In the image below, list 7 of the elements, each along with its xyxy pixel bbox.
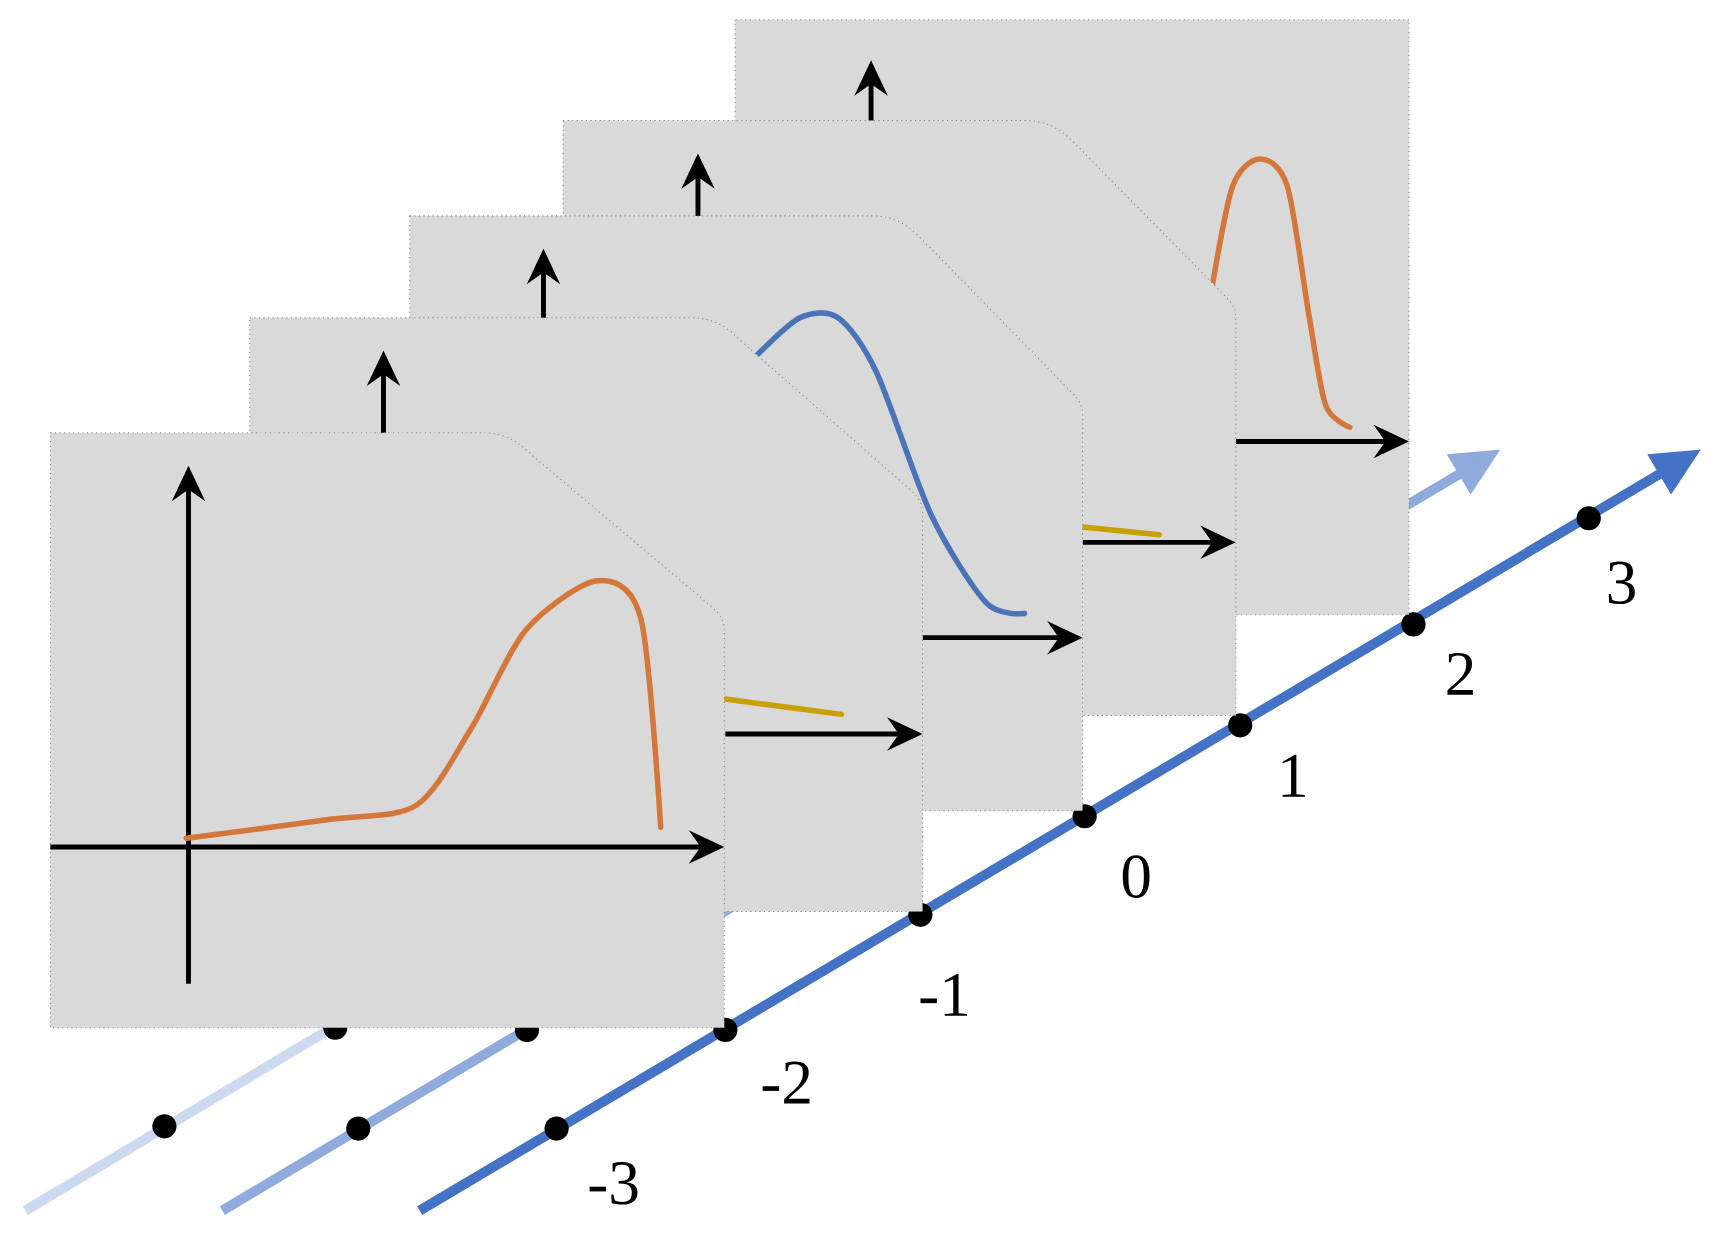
tick-label: 1 [1282,754,1305,797]
tick-label: 3 [1608,561,1635,605]
tick-label: -1 [920,974,967,1016]
tick-label: -2 [762,1061,810,1104]
tick-label: 2 [1447,653,1473,695]
tick-label: 0 [1122,855,1150,898]
tick-label: -3 [589,1162,638,1205]
